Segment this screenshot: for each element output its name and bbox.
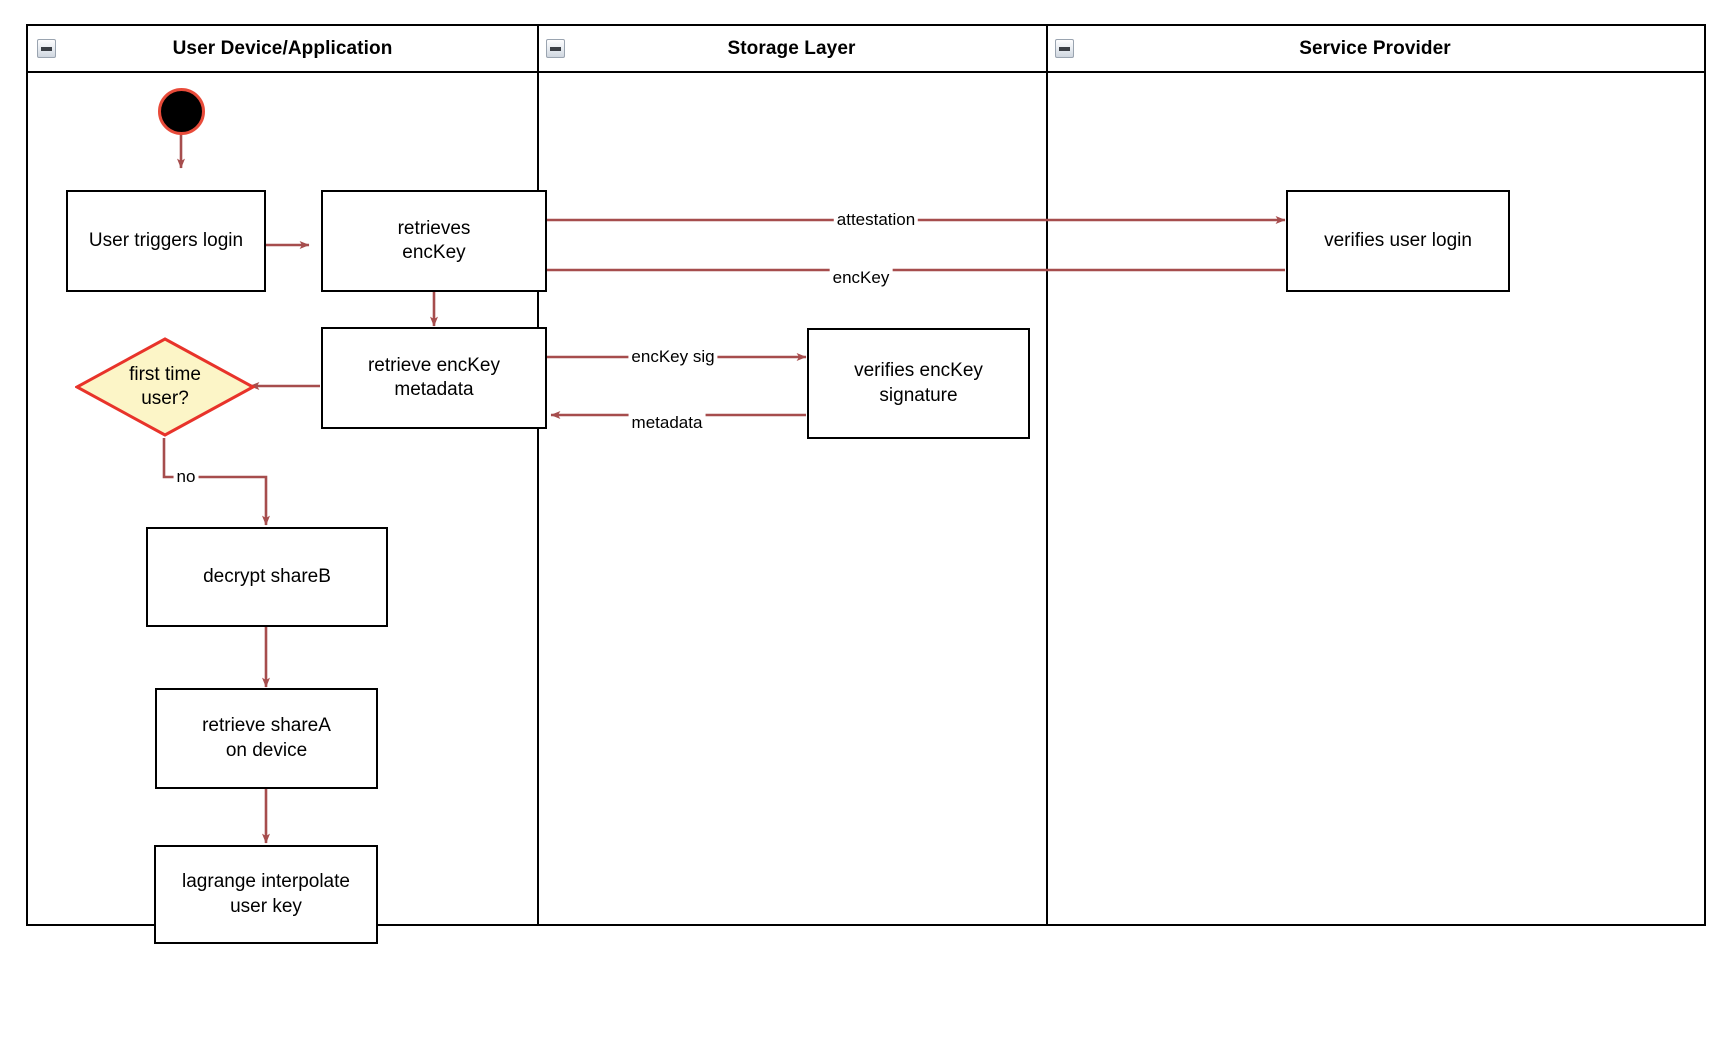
node-first-time-user-label: first time user?: [129, 363, 201, 409]
lane-title-user-device: User Device/Application: [172, 37, 393, 59]
node-decrypt-shareb[interactable]: decrypt shareB: [146, 527, 388, 627]
node-retrieve-sharea[interactable]: retrieve shareA on device: [155, 688, 378, 789]
lane-title-service-provider: Service Provider: [1299, 37, 1451, 59]
lane-title-storage: Storage Layer: [727, 37, 856, 59]
edge-label-metadata: metadata: [628, 413, 706, 433]
node-lagrange-interpolate[interactable]: lagrange interpolate user key: [154, 845, 378, 944]
node-retrieves-enckey[interactable]: retrieves encKey: [321, 190, 547, 292]
edge-label-no: no: [173, 467, 199, 487]
node-first-time-user[interactable]: first time user?: [75, 337, 255, 437]
edge-label-enckey: encKey: [829, 268, 893, 288]
lane-header-user-device: User Device/Application: [28, 26, 537, 73]
start-node[interactable]: [158, 88, 205, 135]
collapse-minus-icon[interactable]: [1055, 39, 1074, 58]
edge-label-enckey-sig: encKey sig: [628, 347, 718, 367]
swimlane-pool: User Device/Application Storage Layer Se…: [26, 24, 1706, 926]
lane-header-service-provider: Service Provider: [1046, 26, 1704, 73]
lane-divider-2: [1046, 26, 1048, 924]
lane-divider-1: [537, 26, 539, 924]
node-verifies-enckey-signature[interactable]: verifies encKey signature: [807, 328, 1030, 439]
node-verifies-user-login[interactable]: verifies user login: [1286, 190, 1510, 292]
node-user-triggers-login[interactable]: User triggers login: [66, 190, 266, 292]
node-retrieve-enckey-metadata[interactable]: retrieve encKey metadata: [321, 327, 547, 429]
edge-label-attestation: attestation: [833, 210, 919, 230]
collapse-minus-icon[interactable]: [546, 39, 565, 58]
collapse-minus-icon[interactable]: [37, 39, 56, 58]
lane-header-storage: Storage Layer: [537, 26, 1046, 73]
